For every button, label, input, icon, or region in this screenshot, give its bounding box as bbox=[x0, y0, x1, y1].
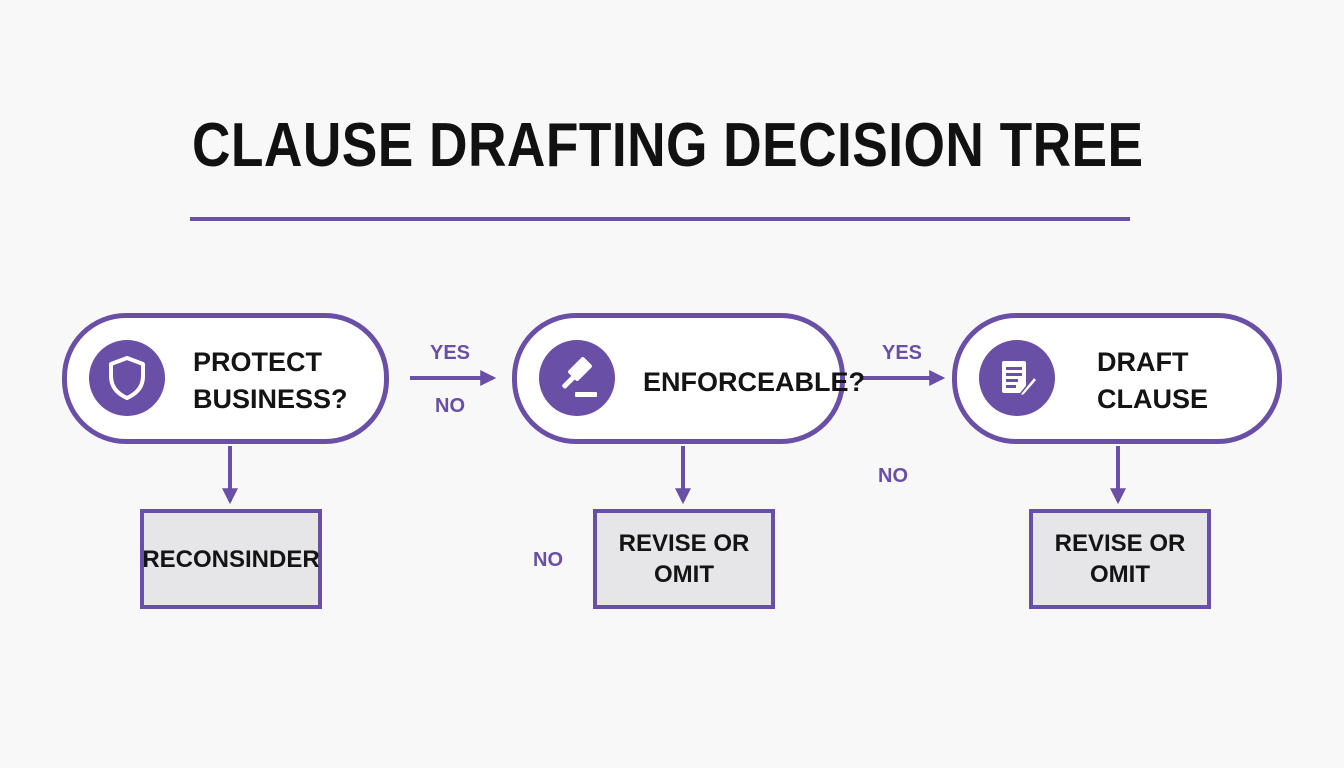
gavel-icon bbox=[539, 340, 615, 416]
node-label: DRAFT CLAUSE bbox=[1097, 347, 1209, 414]
diagram-title: CLAUSE DRAFTING DECISION TREE bbox=[192, 111, 1144, 180]
node-enforceable: ENFORCEABLE? bbox=[512, 313, 865, 444]
edge-label-no-3: NO bbox=[533, 549, 563, 571]
node-protect-business: PROTECT BUSINESS? bbox=[62, 313, 389, 444]
outcome-label: REVISE OR OMIT bbox=[1054, 530, 1186, 588]
title-divider bbox=[190, 217, 1130, 221]
outcome-label: REVISE OR OMIT bbox=[618, 530, 750, 588]
edge-label-yes-2: YES bbox=[882, 342, 923, 364]
node-label: PROTECT BUSINESS? bbox=[193, 347, 348, 414]
outcome-reconsider: RECONSINDER bbox=[140, 509, 322, 609]
node-draft-clause: DRAFT CLAUSE bbox=[952, 313, 1282, 444]
edge-label-yes-1: YES bbox=[430, 342, 471, 364]
shield-icon bbox=[89, 340, 165, 416]
outcome-revise-or-omit-1: REVISE OR OMIT bbox=[593, 509, 775, 609]
edge-label-no-1: NO bbox=[435, 395, 465, 417]
outcome-label: RECONSINDER bbox=[142, 545, 320, 573]
document-pen-icon bbox=[979, 340, 1055, 416]
outcome-revise-or-omit-2: REVISE OR OMIT bbox=[1029, 509, 1211, 609]
edge-label-no-2: NO bbox=[878, 465, 908, 487]
node-label: ENFORCEABLE? bbox=[643, 367, 865, 397]
